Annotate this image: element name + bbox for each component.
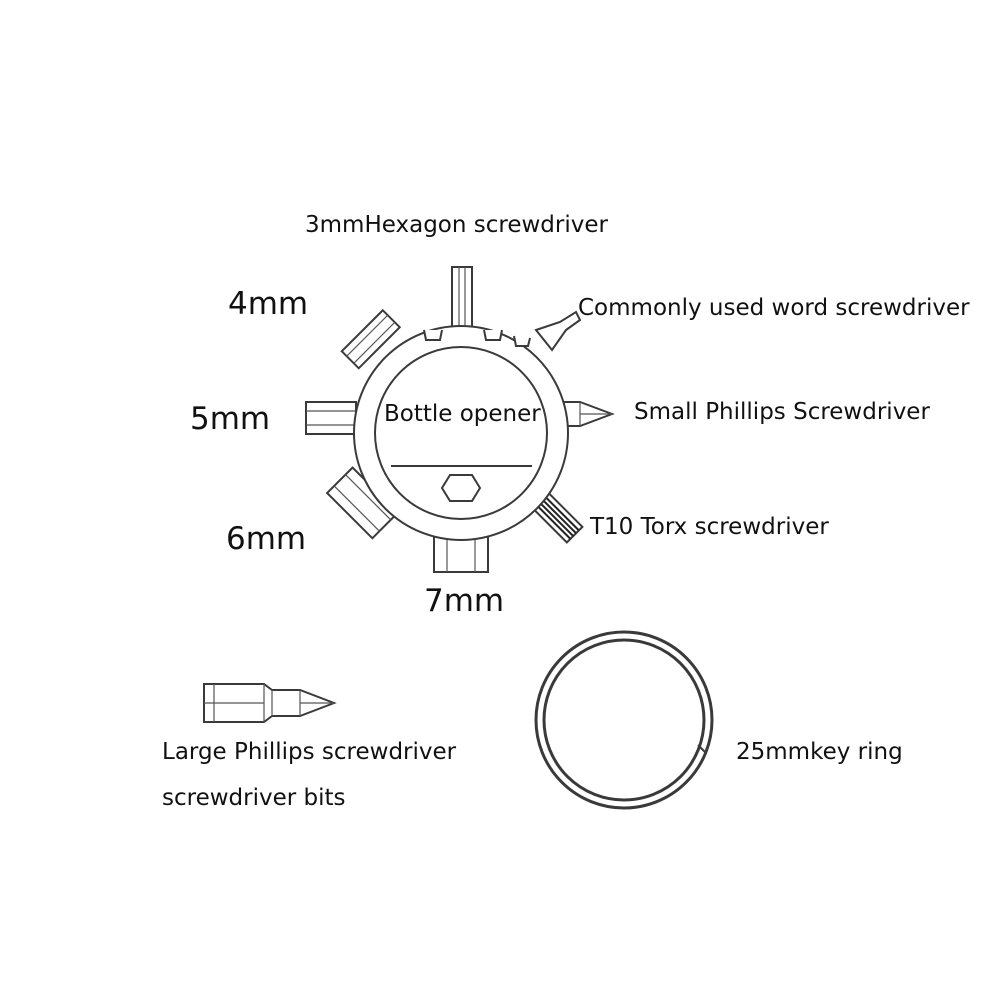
phillips-bit-icon [203,683,337,723]
label-small-phillips-screwdriver: Small Phillips Screwdriver [634,399,930,425]
label-screwdriver-bits: screwdriver bits [162,785,346,811]
label-large-phillips-screwdriver: Large Phillips screwdriver [162,739,457,765]
label-commonly-used-word-screwdriver: Commonly used word screwdriver [578,295,970,321]
label-4mm: 4mm [228,286,309,322]
hex-key-5mm-icon [305,401,357,435]
multitool-icon [305,266,615,573]
label-3mm-hexagon-screwdriver: 3mmHexagon screwdriver [305,212,608,238]
label-25mm-key-ring: 25mmkey ring [736,739,903,765]
label-6mm: 6mm [226,521,307,557]
hex-key-4mm-icon [340,308,402,370]
flat-screwdriver-tab-icon [534,310,582,352]
label-t10-torx-screwdriver: T10 Torx screwdriver [590,514,829,540]
key-ring-icon [534,630,714,810]
label-5mm: 5mm [190,401,271,437]
hex-key-3mm-icon [451,266,473,328]
label-7mm: 7mm [424,583,505,619]
label-bottle-opener: Bottle opener [384,401,541,427]
